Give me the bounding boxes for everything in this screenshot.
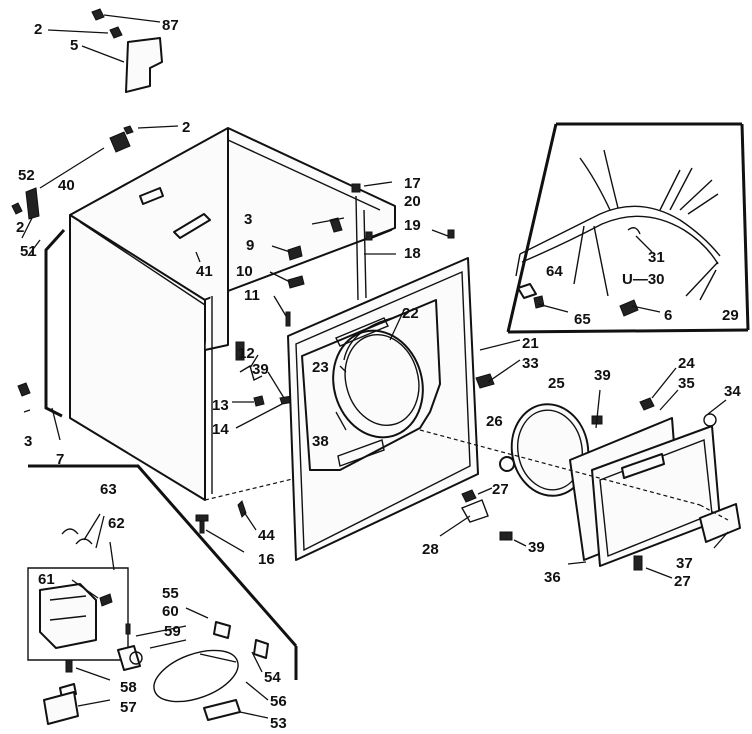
callout-54: 54 [264,669,281,686]
callout-5: 5 [70,37,78,54]
callout-20: 20 [404,193,421,210]
callout-55: 55 [162,585,179,602]
callout-37: 37 [676,555,693,572]
callout-65: 65 [574,311,591,328]
callout-7: 7 [56,451,64,468]
callout-39: 39 [528,539,545,556]
callout-30: U—30 [622,271,665,288]
callout-6: 6 [664,307,672,324]
callout-17: 17 [404,175,421,192]
callout-16: 16 [258,551,275,568]
callout-52: 52 [18,167,35,184]
callout-23: 23 [312,359,329,376]
callout-39: 39 [594,367,611,384]
top-bracket-group [47,8,163,93]
callout-64: 64 [546,263,563,280]
callout-41: 41 [196,263,213,280]
front-panel [269,181,521,561]
callout-18: 18 [404,245,421,262]
callout-27: 27 [674,573,691,590]
callout-28: 28 [422,541,439,558]
callout-34: 34 [724,383,741,400]
callout-9: 9 [246,237,254,254]
callout-58: 58 [120,679,137,696]
callout-51: 51 [20,243,37,260]
callout-2: 2 [34,21,42,38]
callout-31: 31 [648,249,665,266]
callout-33: 33 [522,355,539,372]
wire-harness [506,122,750,334]
callout-27: 27 [492,481,509,498]
callout-87: 87 [162,17,179,34]
callout-14: 14 [212,421,229,438]
door-assembly [419,367,741,579]
callout-39: 39 [252,361,269,378]
callout-10: 10 [236,263,253,280]
callout-62: 62 [108,515,125,532]
callout-3: 3 [24,433,32,450]
callout-12: 12 [238,345,255,362]
callout-56: 56 [270,693,287,710]
callout-35: 35 [678,375,695,392]
callout-11: 11 [244,287,260,304]
callout-25: 25 [548,375,565,392]
callout-53: 53 [270,715,287,732]
callout-44: 44 [258,527,275,544]
callout-21: 21 [522,335,539,352]
callout-22: 22 [402,305,419,322]
callout-13: 13 [212,397,229,414]
callout-3: 3 [244,211,252,228]
callout-24: 24 [678,355,695,372]
callout-38: 38 [312,433,329,450]
callout-57: 57 [120,699,137,716]
callout-26: 26 [486,413,503,430]
callout-29: 29 [722,307,739,324]
callout-63: 63 [100,481,117,498]
callout-2: 2 [182,119,190,136]
callout-40: 40 [58,177,75,194]
callout-61: 61 [38,571,55,588]
callout-labels: 87 2 5 2 40 52 2 51 41 17 20 3 19 9 18 1… [16,17,741,732]
motor-group [27,464,298,725]
callout-19: 19 [404,217,421,234]
callout-60: 60 [162,603,179,620]
callout-36: 36 [544,569,561,586]
callout-59: 59 [164,623,181,640]
callout-2: 2 [16,219,24,236]
